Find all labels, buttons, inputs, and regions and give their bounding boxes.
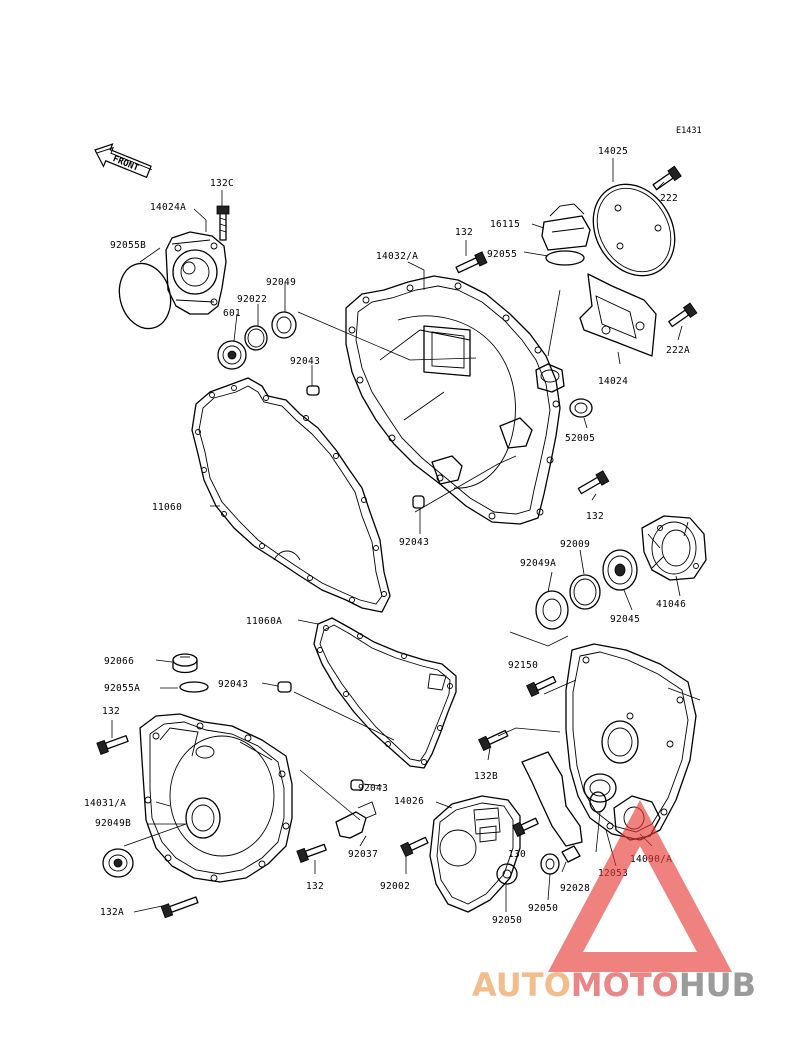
gasket-11060a	[313, 617, 457, 769]
label-41046: 41046	[656, 599, 686, 610]
oil-seal-92049a	[535, 590, 569, 630]
label-132-top: 132	[455, 227, 473, 238]
bolt-92002	[400, 836, 429, 858]
o-ring-92055	[545, 250, 585, 266]
clutch-cover-14032a	[345, 275, 565, 525]
label-92049a: 92049A	[520, 558, 556, 569]
automotohub-watermark: AUTOMOTOHUB	[472, 800, 756, 1004]
bolt-132-left	[96, 735, 129, 755]
dowel-pin-92043-b	[412, 495, 425, 509]
label-132-mid: 132	[586, 511, 604, 522]
label-92022: 92022	[237, 294, 267, 305]
label-601: 601	[223, 308, 241, 319]
label-92043-c: 92043	[218, 679, 248, 690]
o-ring-92055b	[118, 262, 172, 330]
front-arrow-icon: FRONT	[94, 143, 152, 179]
o-ring-92055a	[179, 681, 209, 693]
label-14026: 14026	[394, 796, 424, 807]
oil-seal-92049b	[102, 848, 134, 878]
dowel-pin-92043-c	[277, 681, 292, 693]
bracket-14024	[579, 273, 657, 357]
dowel-pin-92043-d	[350, 779, 364, 791]
label-92002: 92002	[380, 881, 410, 892]
label-92043-a: 92043	[290, 356, 320, 367]
label-92055b: 92055B	[110, 240, 146, 251]
washer-92050-a	[496, 863, 518, 885]
chain-guide	[521, 751, 583, 847]
label-92150: 92150	[508, 660, 538, 671]
bearing-601	[217, 340, 247, 370]
bolt-132c	[216, 205, 230, 241]
washer-92050-b	[540, 853, 560, 875]
label-92049: 92049	[266, 277, 296, 288]
cover-cap-14025	[592, 183, 676, 277]
bolt-132b	[478, 729, 509, 752]
label-92043-b: 92043	[399, 537, 429, 548]
watermark-text-hub: HUB	[679, 966, 756, 1004]
bolt-132-mid	[577, 470, 610, 495]
label-16115: 16115	[490, 219, 520, 230]
label-222a: 222A	[666, 345, 690, 356]
label-14025: 14025	[598, 146, 628, 157]
label-92055: 92055	[487, 249, 517, 260]
label-92066: 92066	[104, 656, 134, 667]
oil-filler-cap-16115	[541, 203, 591, 251]
label-130: 130	[508, 849, 526, 860]
label-92050-a: 92050	[492, 915, 522, 926]
label-132-bottom: 132	[306, 881, 324, 892]
label-92028: 92028	[560, 883, 590, 894]
label-52005: 52005	[565, 433, 595, 444]
watermark-text-auto: AUTO	[472, 966, 571, 1004]
pickup-cover-14024a	[165, 231, 227, 315]
watermark-triangle-logo	[548, 800, 732, 972]
label-132-left: 132	[102, 706, 120, 717]
screw-222	[652, 165, 682, 191]
collar-92028	[561, 845, 581, 863]
label-92050-b: 92050	[528, 903, 558, 914]
label-14032a: 14032/A	[376, 251, 418, 262]
label-222: 222	[660, 193, 678, 204]
clamp-92037	[335, 801, 377, 839]
bolt-132-bottom	[296, 843, 327, 863]
seal-52005	[569, 398, 593, 418]
label-92045: 92045	[610, 614, 640, 625]
screw-130	[512, 817, 539, 838]
label-14024a: 14024A	[150, 202, 186, 213]
diagram-ref-code: E1431	[676, 126, 702, 136]
bolt-92150	[526, 675, 557, 698]
bolt-132-top	[455, 251, 488, 274]
sprocket-cover-14026	[429, 795, 521, 913]
guide-12053	[589, 791, 607, 813]
generator-cover-14031a	[139, 713, 293, 883]
gasket-11060	[191, 377, 391, 613]
watermark-text: AUTOMOTOHUB	[472, 966, 756, 1004]
leader-lines	[111, 158, 701, 913]
label-92049b: 92049B	[95, 818, 131, 829]
label-132c: 132C	[210, 178, 234, 189]
circlip-92022	[244, 325, 268, 351]
label-132a: 132A	[100, 907, 124, 918]
bolt-132a	[160, 896, 199, 919]
label-11060: 11060	[152, 502, 182, 513]
oil-seal-92049	[271, 311, 297, 339]
label-14031a: 14031/A	[84, 798, 126, 809]
label-92043-d: 92043	[358, 783, 388, 794]
label-92037: 92037	[348, 849, 378, 860]
dowel-pin-92043-a	[306, 385, 320, 396]
part-labels: 14025 222 16115 92055 14032/A 132 132C 1…	[84, 146, 690, 926]
label-14024: 14024	[598, 376, 628, 387]
label-11060a: 11060A	[246, 616, 282, 627]
label-132b: 132B	[474, 771, 498, 782]
circlip-92009	[569, 574, 601, 610]
label-92055a: 92055A	[104, 683, 140, 694]
screw-222a	[668, 302, 698, 328]
plug-92066	[172, 653, 198, 674]
housing-41046	[641, 515, 707, 581]
bearing-92045	[602, 549, 638, 591]
watermark-text-moto: MOTO	[571, 966, 679, 1004]
secondary-cover	[565, 643, 697, 841]
label-92009: 92009	[560, 539, 590, 550]
